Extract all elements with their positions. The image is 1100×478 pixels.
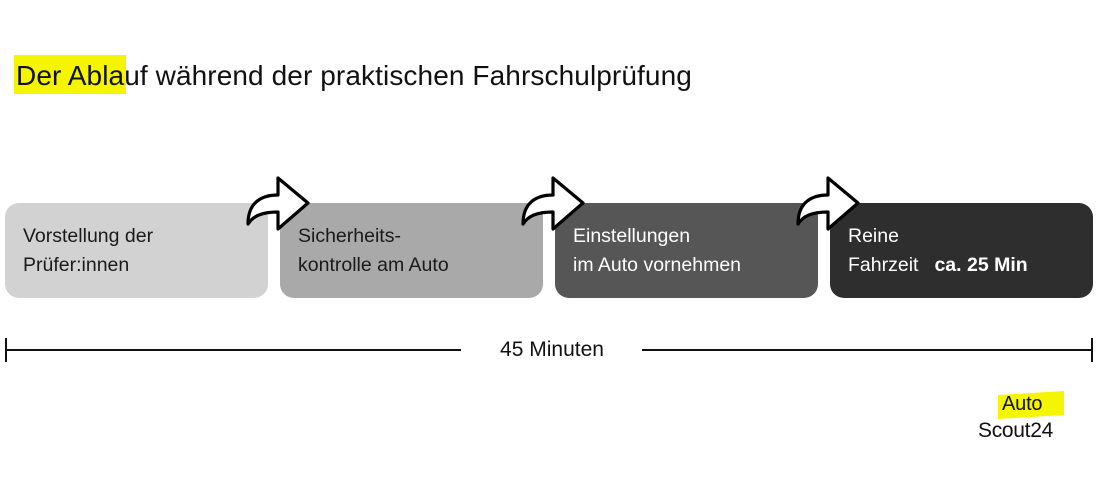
fahrzeit-duration-badge: ca. 25 Min [934, 253, 1028, 276]
autoscout24-logo: Auto Scout24 [978, 390, 1093, 450]
curved-right-arrow-icon [245, 175, 311, 233]
flow-step-line-1: Einstellungen [573, 224, 691, 247]
flow-step-fahrzeit: Reine Fahrzeit ca. 25 Min [830, 203, 1093, 298]
flow-step-line-2: kontrolle am Auto [298, 253, 449, 276]
flow-step-sicherheitskontrolle: Sicherheits- kontrolle am Auto [280, 203, 543, 298]
curved-right-arrow-icon [520, 175, 586, 233]
timeline-line-left [6, 349, 461, 351]
page-title: Der Ablauf während der praktischen Fahrs… [14, 55, 692, 95]
logo-word-auto: Auto [1002, 393, 1043, 415]
logo-auto-row: Auto [998, 390, 1093, 420]
flow-step-line-2: Prüfer:innen [23, 253, 130, 276]
flow-step-line-1: Sicherheits- [298, 224, 401, 247]
flow-step-einstellungen: Einstellungen im Auto vornehmen [555, 203, 818, 298]
flow-step-line-2: im Auto vornehmen [573, 253, 742, 276]
flow-step-vorstellung: Vorstellung der Prüfer:innen [5, 203, 268, 298]
page-title-text: Der Ablauf während der praktischen Fahrs… [16, 59, 692, 91]
curved-right-arrow-icon [795, 175, 861, 233]
flow-step-line-1: Vorstellung der [23, 224, 154, 247]
logo-word-scout24: Scout24 [978, 419, 1053, 442]
process-flow: Vorstellung der Prüfer:innen Sicherheits… [5, 176, 1093, 299]
timeline-end-tick [1091, 338, 1093, 362]
title-highlight-marker [14, 55, 126, 94]
timeline-line-right [642, 349, 1092, 351]
timeline-label: 45 Minuten [500, 338, 604, 361]
flow-step-line-1: Reine [848, 224, 899, 247]
duration-timeline: 45 Minuten [5, 330, 1093, 370]
flow-step-line-2: Fahrzeit ca. 25 Min [848, 251, 1075, 280]
flow-step-line-2-text: Fahrzeit [848, 253, 919, 276]
